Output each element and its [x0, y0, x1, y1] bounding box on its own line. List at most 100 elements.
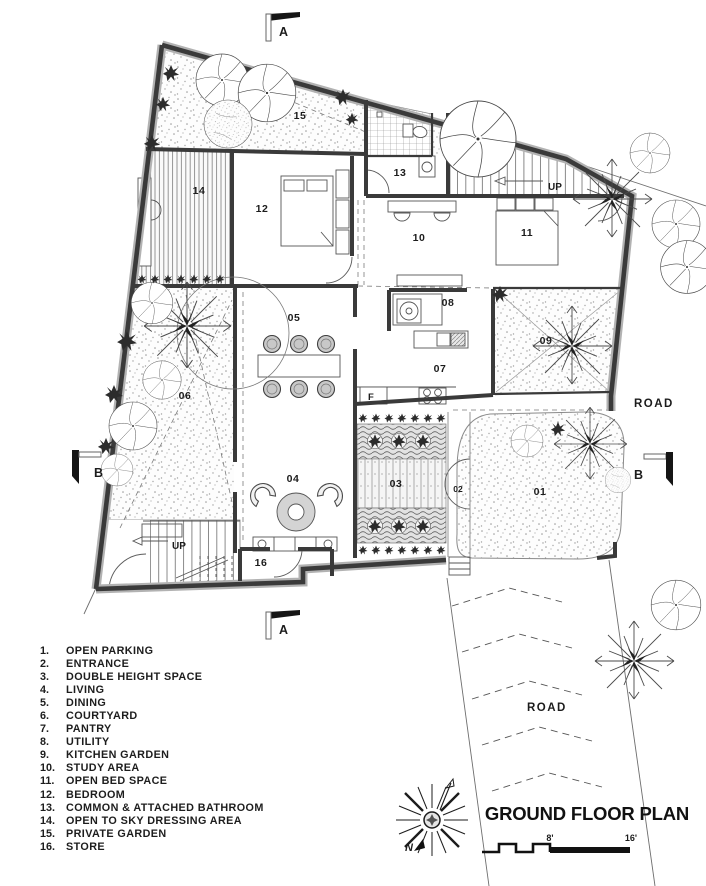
legend-item: 16.STORE — [40, 840, 310, 853]
legend-num: 9. — [40, 749, 50, 762]
legend-label: STORE — [66, 840, 105, 853]
tree-icon — [660, 240, 706, 294]
legend-item: 3. DOUBLE HEIGHT SPACE — [40, 670, 310, 683]
drawing-title: GROUND FLOOR PLAN — [484, 803, 690, 824]
legend-item: 13.COMMON & ATTACHED BATHROOM — [40, 801, 310, 814]
legend-item: 2.ENTRANCE — [40, 657, 310, 670]
section-marker-b-right: B — [634, 452, 673, 486]
courtyard-area — [106, 288, 234, 519]
section-marker-b-left: B — [72, 450, 103, 484]
dining-set — [257, 334, 341, 399]
tree-icon — [629, 132, 671, 174]
legend-label: COURTYARD — [66, 710, 138, 723]
legend-label: BEDROOM — [66, 788, 126, 801]
section-label: B — [634, 468, 643, 482]
tree-icon — [142, 360, 182, 400]
section-label: B — [94, 466, 103, 480]
walls — [91, 40, 637, 594]
legend-item: 9.KITCHEN GARDEN — [40, 749, 310, 762]
legend-num: 7. — [40, 723, 50, 736]
room-label-14: 14 — [193, 185, 206, 197]
bed-single — [495, 197, 559, 266]
tree-icon — [130, 281, 174, 325]
legend-item: 4.LIVING — [40, 683, 310, 696]
legend-label: ENTRANCE — [66, 657, 130, 670]
room-label-03: 03 — [390, 478, 403, 490]
road-label-bottom: ROAD — [527, 702, 567, 714]
compass-rose: N — [396, 777, 468, 856]
tree-icon — [605, 467, 631, 493]
fridge-label: F — [368, 392, 374, 403]
room-label-10: 10 — [413, 232, 426, 244]
legend-num: 14. — [40, 814, 56, 827]
legend-label: OPEN PARKING — [66, 644, 154, 657]
door-swings — [108, 169, 623, 590]
dressing-deck — [131, 149, 232, 284]
tree-icon — [594, 620, 675, 700]
section-label: A — [279, 623, 288, 637]
room-label-05: 05 — [288, 312, 301, 324]
scale-bar: 8' 16' — [482, 833, 637, 854]
room-label-02: 02 — [453, 484, 463, 494]
legend-label: UTILITY — [66, 736, 110, 749]
legend-label: PRIVATE GARDEN — [66, 827, 167, 840]
road-label-right: ROAD — [634, 398, 674, 410]
living-set — [245, 478, 348, 552]
legend-item: 15. PRIVATE GARDEN — [40, 827, 310, 840]
water-plants — [367, 433, 431, 534]
room-label-01: 01 — [534, 486, 547, 498]
scale-end-label: 16' — [625, 833, 637, 843]
legend-label: OPEN TO SKY DRESSING AREA — [66, 814, 242, 827]
tree-canopy-outline — [176, 276, 290, 390]
room-label-16: 16 — [255, 557, 268, 569]
legend-num: 1. — [40, 644, 50, 657]
legend-item: 10.STUDY AREA — [40, 762, 310, 775]
tree-icon — [651, 199, 701, 249]
tree-icon — [100, 453, 134, 487]
annotation-labels: UP UP ROAD ROAD F — [172, 182, 674, 714]
legend-num: 4. — [40, 683, 50, 696]
legend-item: 1. OPEN PARKING — [40, 644, 310, 657]
study-desk — [387, 200, 463, 287]
legend-item: 11.OPEN BED SPACE — [40, 775, 310, 788]
legend-num: 10. — [40, 762, 56, 775]
legend-num: 5. — [40, 696, 50, 709]
furniture — [137, 111, 559, 576]
bed-double — [280, 169, 350, 255]
room-label-04: 04 — [287, 473, 300, 485]
entrance-steps — [448, 556, 471, 576]
legend-label: COMMON & ATTACHED BATHROOM — [66, 801, 264, 814]
room-label-08: 08 — [442, 297, 455, 309]
legend: 1. OPEN PARKING 2.ENTRANCE 3. DOUBLE HEIGH… — [40, 644, 310, 854]
legend-num: 12. — [40, 788, 56, 801]
section-label: A — [279, 25, 288, 39]
legend-num: 6. — [40, 710, 50, 723]
parking-area — [456, 411, 625, 560]
section-marker-a-top: A — [265, 12, 300, 42]
room-label-06: 06 — [179, 390, 192, 402]
flower-rows — [137, 274, 446, 555]
room-label-07: 07 — [434, 363, 447, 375]
up-label-main: UP — [548, 182, 562, 193]
legend-num: 8. — [40, 736, 50, 749]
legend-label: DOUBLE HEIGHT SPACE — [66, 670, 203, 683]
scale-mid-label: 8' — [546, 833, 553, 843]
legend-item: 14. OPEN TO SKY DRESSING AREA — [40, 814, 310, 827]
tree-icon — [203, 99, 253, 149]
up-label-entry: UP — [172, 541, 186, 552]
room-label-12: 12 — [256, 203, 269, 215]
planting — [97, 53, 706, 700]
legend-num: 15. — [40, 827, 56, 840]
legend-label: OPEN BED SPACE — [66, 775, 168, 788]
north-label: N — [405, 842, 414, 854]
legend-label: PANTRY — [66, 723, 112, 736]
legend-item: 8. UTILITY — [40, 736, 310, 749]
tree-icon — [439, 100, 517, 178]
tree-icon — [108, 401, 158, 451]
legend-num: 3. — [40, 670, 50, 683]
legend-label: DINING — [66, 696, 107, 709]
bathroom-fixtures — [376, 111, 436, 178]
utility-fixtures — [392, 293, 469, 349]
room-label-09: 09 — [540, 335, 553, 347]
